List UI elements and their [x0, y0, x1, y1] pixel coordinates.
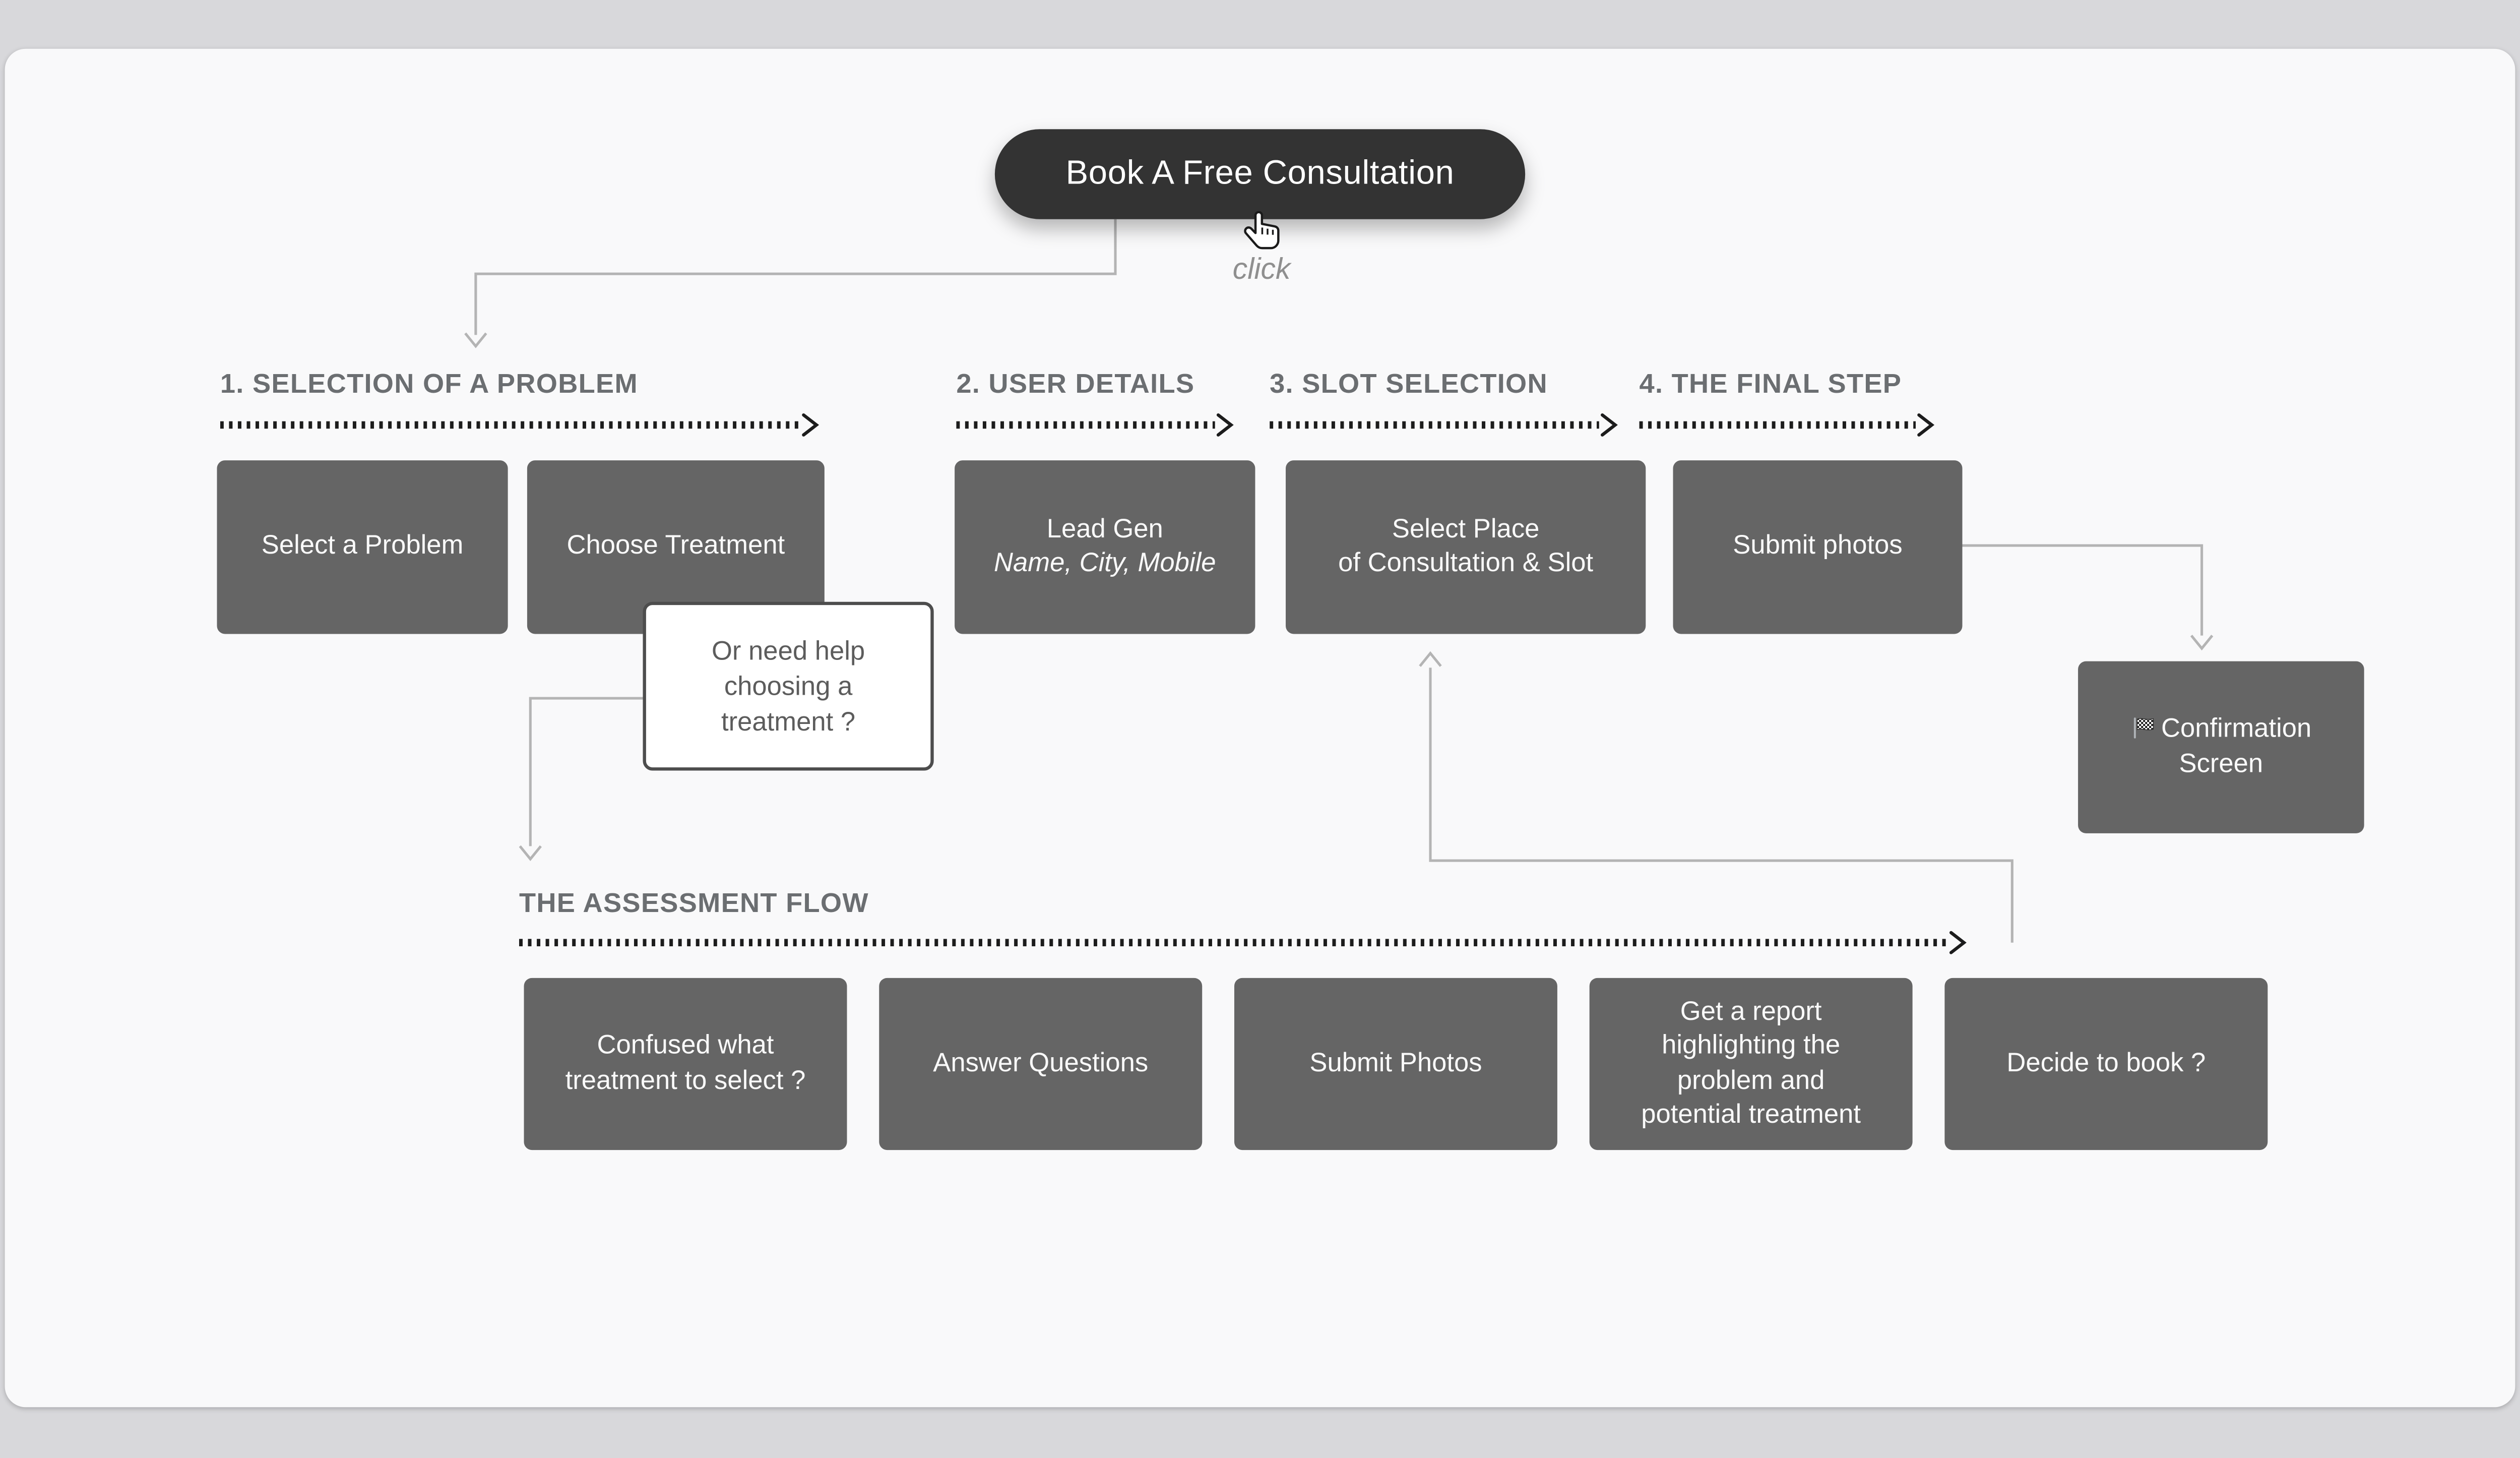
node-select-place-slot[interactable]: Select Place of Consultation & Slot: [1286, 460, 1646, 634]
node-submit-photos-assessment[interactable]: Submit Photos: [1234, 978, 1557, 1150]
checkered-flag-icon: [2133, 717, 2154, 739]
step-title-1: 1. SELECTION OF A PROBLEM: [220, 369, 638, 400]
node-lead-gen[interactable]: Lead Gen Name, City, Mobile: [955, 460, 1255, 634]
confirmation-label: Confirmation Screen: [2161, 714, 2312, 778]
node-get-report[interactable]: Get a report highlighting the problem an…: [1589, 978, 1913, 1150]
lead-gen-fields-label: Name, City, Mobile: [994, 549, 1216, 578]
hand-cursor-icon: [1244, 211, 1280, 250]
node-confirmation-screen[interactable]: Confirmation Screen: [2078, 661, 2364, 834]
dotted-arrow-step2: [956, 413, 1234, 437]
node-submit-photos[interactable]: Submit photos: [1673, 460, 1963, 634]
click-hint-label: click: [1232, 251, 1291, 285]
dotted-arrow-assessment: [519, 931, 1967, 955]
step-title-2: 2. USER DETAILS: [956, 369, 1195, 400]
book-consultation-button[interactable]: Book A Free Consultation: [994, 129, 1526, 220]
dotted-arrow-step1: [220, 413, 820, 437]
help-note-text: Or need help choosing a treatment ?: [711, 636, 865, 737]
help-note[interactable]: Or need help choosing a treatment ?: [643, 602, 934, 771]
node-decide-to-book[interactable]: Decide to book ?: [1944, 978, 2268, 1150]
node-answer-questions[interactable]: Answer Questions: [879, 978, 1203, 1150]
step-title-3: 3. SLOT SELECTION: [1270, 369, 1548, 400]
flow-diagram-stage: Book A Free Consultation click 1. SELECT…: [0, 42, 2520, 1416]
node-confused-treatment[interactable]: Confused what treatment to select ?: [524, 978, 847, 1150]
assessment-flow-title: THE ASSESSMENT FLOW: [519, 888, 869, 919]
step-title-4: 4. THE FINAL STEP: [1639, 369, 1902, 400]
node-select-problem[interactable]: Select a Problem: [217, 460, 508, 634]
dotted-arrow-step3: [1270, 413, 1618, 437]
dotted-arrow-step4: [1639, 413, 1935, 437]
